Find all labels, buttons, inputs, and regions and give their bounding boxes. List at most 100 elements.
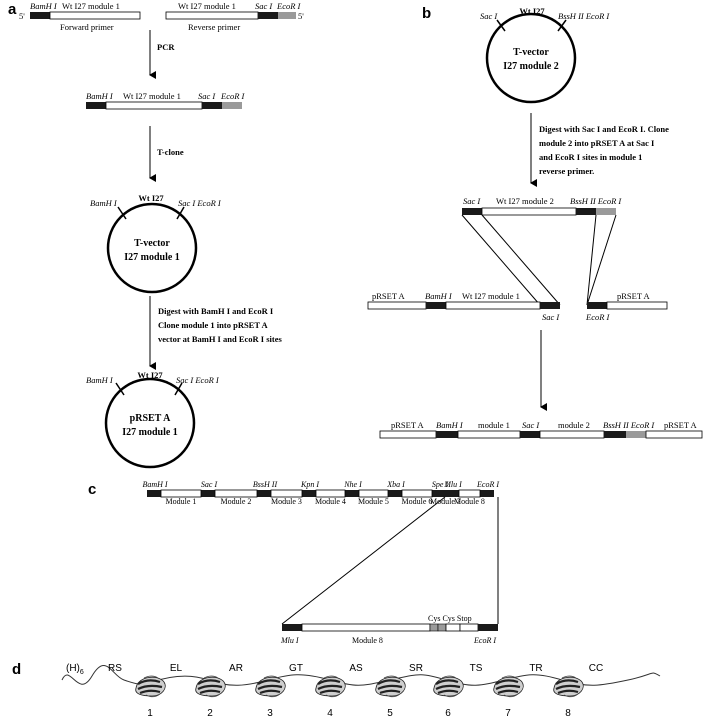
c-zoom-gap: [459, 623, 479, 632]
circle1-bamhi-tick: [117, 206, 127, 220]
c-site-label-5: Nhe I: [343, 480, 362, 489]
final-ecori-site: [626, 431, 646, 438]
final-saci-label: Sac I: [522, 420, 540, 430]
insert-saci-site: [462, 208, 482, 215]
circle2-line1: pRSET A: [130, 413, 171, 424]
c-site-label-2: Sac I: [201, 480, 218, 489]
final-bss-label: BssH II EcoR I: [603, 420, 655, 430]
panel-a: BamH I Wt I27 module 1 5' Forward primer…: [19, 1, 304, 469]
c-module-body-6: [401, 489, 433, 498]
b-circle-right-label: BssH II EcoR I: [558, 11, 610, 21]
c-module-body-2: [214, 489, 258, 498]
d-linker-8: TR: [529, 663, 542, 674]
circle2-wt-label: Wt I27: [137, 370, 163, 380]
d-domain-glyph-3: [254, 674, 287, 698]
final-bamhi-label: BamH I: [436, 420, 464, 430]
d-domain-number-3: 3: [267, 708, 273, 719]
pcr-step-label: PCR: [157, 42, 175, 52]
ligation-line-right-a: [586, 214, 617, 306]
c-site-block-6: [388, 490, 402, 497]
fwd-primer-label: Forward primer: [60, 22, 114, 32]
d-domain-glyph-5: [374, 674, 407, 698]
panel-label-c: c: [88, 481, 96, 498]
c-site-block-7: [432, 490, 446, 497]
fwd-bamhi-site: [30, 12, 50, 19]
rev-saci-label: Sac I: [255, 1, 273, 11]
c-site-block-5: [345, 490, 359, 497]
final-prseta-left: [379, 430, 437, 439]
c-zoom-ecori-label: EcoR I: [473, 636, 496, 645]
c-module-body-5: [358, 489, 389, 498]
digest-a-line2: Clone module 1 into pRSET A: [158, 320, 269, 330]
d-domain-2: [194, 674, 227, 698]
digest-b-line4: reverse primer.: [539, 166, 594, 176]
d-domain-number-4: 4: [327, 708, 333, 719]
rev-primer-label: Reverse primer: [188, 22, 240, 32]
c-site-block-8: [445, 490, 459, 497]
rev-primer-body: [165, 11, 259, 20]
product-bamhi-site: [86, 102, 106, 109]
d-domain-glyph-6: [432, 674, 465, 698]
final-prseta-label: pRSET A: [391, 420, 425, 430]
d-linker-4: GT: [289, 663, 303, 674]
vector-bamhi-site: [426, 302, 446, 309]
c-zoom-cys2: [437, 623, 447, 632]
digest-b-line2: module 2 into pRSET A at Sac I: [539, 138, 655, 148]
circle2-bamhi-tick: [115, 382, 125, 396]
product-ecori-label: EcoR I: [220, 91, 246, 101]
d-linker-2: EL: [170, 663, 183, 674]
d-his-tag-sub: 6: [80, 669, 84, 676]
c-zoom-module8-body: [301, 623, 431, 632]
vector-ecori-site: [587, 302, 607, 309]
d-domain-4: [314, 674, 347, 698]
c-module-label-6: Module 6: [402, 497, 433, 506]
fwd-wt-label: Wt I27 module 1: [62, 1, 120, 11]
panel-label-d: d: [12, 661, 21, 678]
circle2-line2: I27 module 1: [122, 427, 178, 438]
fwd-bamhi-label: BamH I: [30, 1, 58, 11]
b-circle-line2: I27 module 2: [503, 61, 559, 72]
fwd-five-prime: 5': [19, 11, 25, 21]
d-domain-glyph-4: [314, 674, 347, 698]
prseta-plasmid: [104, 377, 196, 469]
insert-bsshii-site: [576, 208, 596, 215]
final-module1-label: module 1: [478, 420, 510, 430]
ligation-line-left-a: [461, 214, 541, 306]
digest-b-line3: and EcoR I sites in module 1: [539, 152, 642, 162]
d-domain-number-6: 6: [445, 708, 451, 719]
vector-ecori-label: EcoR I: [585, 312, 611, 322]
c-site-label-4: Kpn I: [300, 480, 319, 489]
d-domain-number-8: 8: [565, 708, 571, 719]
c-module-label-1: Module 1: [166, 497, 197, 506]
d-domain-glyph-7: [492, 674, 525, 698]
vector-prseta-right: [606, 301, 668, 310]
rev-wt-label: Wt I27 module 1: [178, 1, 236, 11]
final-prseta2-label: pRSET A: [664, 420, 698, 430]
vector-prseta-left: [367, 301, 427, 310]
d-linker-9: CC: [589, 663, 603, 674]
fwd-primer-body: [49, 11, 141, 20]
vector-bamhi-label: BamH I: [425, 291, 453, 301]
c-site-label-1: BamH I: [142, 480, 167, 489]
ligation-line-right-b: [586, 214, 597, 306]
circle1-wt-label: Wt I27: [138, 193, 164, 203]
insert-right-label: BssH II EcoR I: [570, 196, 622, 206]
c-module-label-2: Module 2: [221, 497, 252, 506]
c-site-block-4: [302, 490, 316, 497]
d-domain-number-1: 1: [147, 708, 153, 719]
c-zoom-stop: [445, 623, 461, 632]
insert-ecori-site: [596, 208, 616, 215]
d-domain-7: [492, 674, 525, 698]
d-linker-6: SR: [409, 663, 423, 674]
c-site-label-9: EcoR I: [476, 480, 499, 489]
product-bamhi-label: BamH I: [86, 91, 114, 101]
digest-a-line3: vector at BamH I and EcoR I sites: [158, 334, 282, 344]
c-zoom-mlui-label: Mlu I: [280, 636, 299, 645]
tvector-plasmid-2: [485, 12, 577, 104]
c-module-label-7: Module 7: [430, 497, 461, 506]
vector-wt-label: Wt I27 module 1: [462, 291, 520, 301]
d-linker-7: TS: [470, 663, 483, 674]
c-zoom-line-left: [281, 496, 446, 625]
digest-b-line1: Digest with Sac I and EcoR I. Clone: [539, 124, 669, 134]
